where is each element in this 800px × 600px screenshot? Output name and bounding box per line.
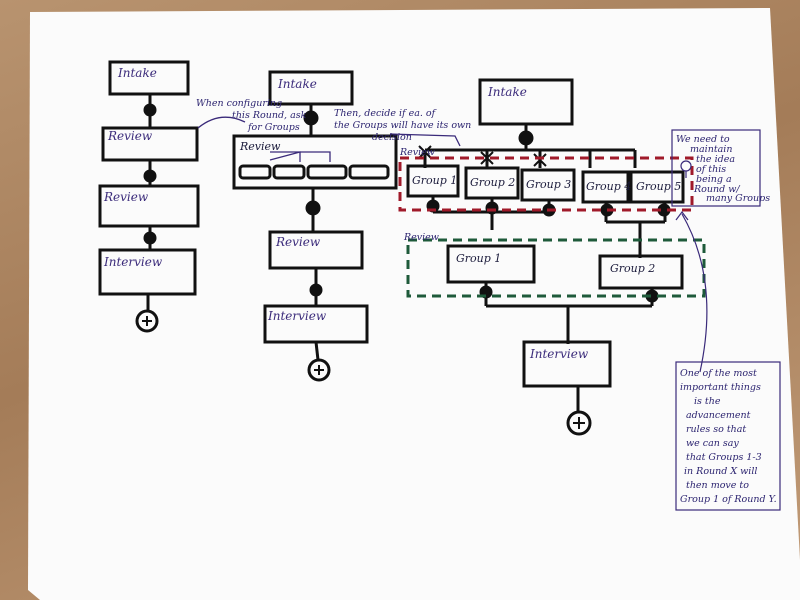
svg-text:Round w/: Round w/ [693, 184, 740, 195]
note-arrow [681, 213, 708, 373]
svg-text:being a: being a [696, 174, 732, 185]
flow3-round1-label: Review [399, 147, 435, 158]
flow1-intake-label: Intake [117, 66, 157, 80]
flow3-round2-label: Review [403, 232, 439, 243]
flow2-intake-label: Intake [277, 77, 317, 91]
flow3-intake-label: Intake [487, 85, 527, 99]
note-right-text: We need to maintain the idea of this bei… [676, 134, 770, 204]
flow3-top-group-5: Group 5 [636, 180, 681, 193]
svg-text:Then, decide if ea. of: Then, decide if ea. of [334, 108, 437, 119]
paper-sheet [28, 8, 800, 600]
flow3-interview-label: Interview [529, 347, 589, 361]
flow2-arrows [197, 116, 461, 162]
svg-text:many Groups: many Groups [706, 193, 770, 204]
svg-text:decision: decision [372, 132, 412, 143]
flow3-bottom-group-2: Group 2 [610, 262, 655, 275]
flow2-note-configuring: When configuring this Round, ask for Gro… [196, 98, 307, 133]
svg-text:When configuring: When configuring [196, 98, 282, 109]
round-1-dashed-frame [398, 156, 694, 212]
flow3-bottom-group-1: Group 1 [456, 252, 501, 265]
svg-text:the Groups will have its own: the Groups will have its own [334, 120, 471, 131]
svg-text:is the: is the [694, 396, 721, 407]
round-2-dashed-frame [406, 238, 706, 298]
flow2-note-decide: Then, decide if ea. of the Groups will h… [334, 108, 471, 143]
svg-text:advancement: advancement [686, 410, 751, 421]
svg-text:maintain: maintain [690, 144, 732, 155]
flow2-review-label-2: Review [275, 235, 321, 249]
flow-1 [98, 60, 200, 333]
svg-text:One of the most: One of the most [680, 368, 757, 379]
flow3-top-group-2: Group 2 [470, 176, 515, 189]
flow2-review-label-1: Review [239, 140, 281, 153]
flow3-top-group-4: Group 4 [586, 180, 631, 193]
flow3-top-group-1: Group 1 [412, 174, 457, 187]
note-right-box [671, 129, 761, 207]
flow1-review-label-2: Review [103, 190, 149, 204]
svg-text:for Groups: for Groups [247, 122, 300, 133]
note-bottom-text: One of the most important things is the … [680, 368, 777, 505]
svg-text:the idea: the idea [696, 154, 735, 165]
flow-2 [232, 70, 398, 382]
flow1-interview-label: Interview [103, 255, 163, 269]
svg-text:that Groups 1-3: that Groups 1-3 [686, 452, 762, 463]
svg-text:this Round, ask: this Round, ask [232, 110, 307, 121]
svg-text:of this: of this [696, 164, 726, 175]
svg-text:We need to: We need to [676, 134, 730, 145]
svg-text:then move to: then move to [686, 480, 749, 491]
svg-text:Group 1 of Round Y.: Group 1 of Round Y. [680, 494, 777, 505]
svg-text:in Round X will: in Round X will [684, 466, 757, 477]
flow1-review-label-1: Review [107, 129, 153, 143]
svg-text:important things: important things [680, 382, 761, 393]
svg-text:rules so that: rules so that [686, 424, 746, 435]
flow2-interview-label: Interview [267, 309, 327, 323]
flow-3 [406, 78, 685, 436]
note-bottom-box [675, 361, 781, 511]
svg-text:we can say: we can say [686, 438, 739, 449]
flow3-top-group-3: Group 3 [526, 178, 571, 191]
